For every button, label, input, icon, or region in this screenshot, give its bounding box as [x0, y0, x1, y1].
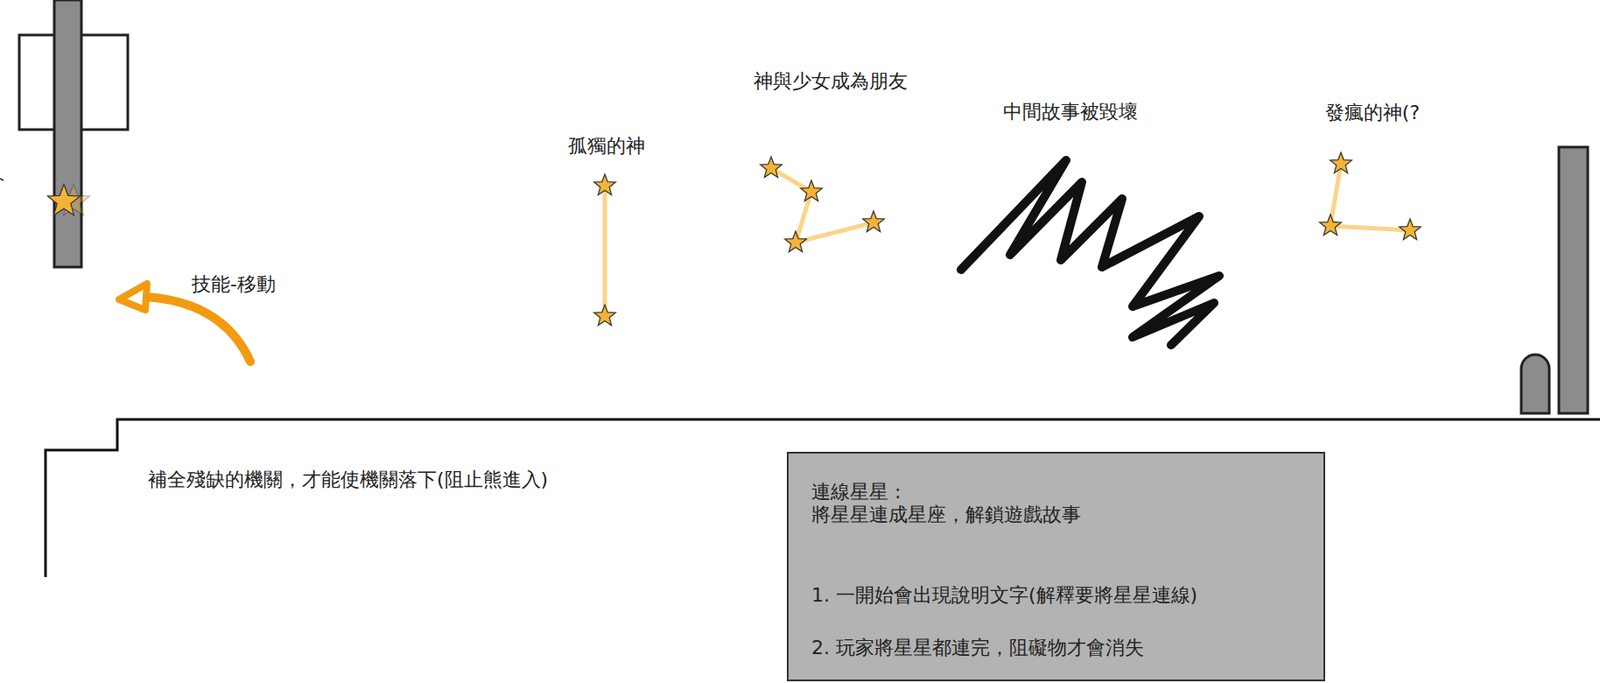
annotation-label: 發瘋的神(? [1325, 101, 1420, 125]
tick-mark [0, 178, 4, 181]
bar-star [47, 184, 90, 216]
move-arrow [146, 296, 251, 362]
info-panel: 連線星星 :將星星連成星座，解鎖遊戲故事 1. 一開始會出現說明文字(解釋要將星星… [786, 451, 1326, 681]
annotation-label: 中間故事被毀壞 [1003, 100, 1138, 124]
panel-text: 2. 玩家將星星都連完，阻礙物才會消失 [811, 636, 1144, 660]
annotation-label: 技能-移動 [191, 273, 276, 296]
small-obstacle [1521, 354, 1550, 414]
scribble [961, 160, 1220, 345]
panel-text: 1. 一開始會出現說明文字(解釋要將星星連線) [811, 583, 1198, 607]
annotation-label: 補全殘缺的機關，才能使機關落下(阻止熊進入) [147, 468, 548, 492]
annotation-label: 孤獨的神 [568, 134, 646, 158]
gate-bar [54, 0, 82, 267]
constellation [1319, 152, 1422, 240]
annotation-label: 神與少女成為朋友 [753, 70, 908, 93]
arrow-head [119, 283, 148, 310]
panel-text: 將星星連成星座，解鎖遊戲故事 [811, 503, 1081, 527]
constellation [594, 174, 617, 326]
obstacle-bar [1558, 147, 1588, 414]
panel-heading: 連線星星 : [811, 480, 901, 504]
constellation [760, 156, 885, 253]
